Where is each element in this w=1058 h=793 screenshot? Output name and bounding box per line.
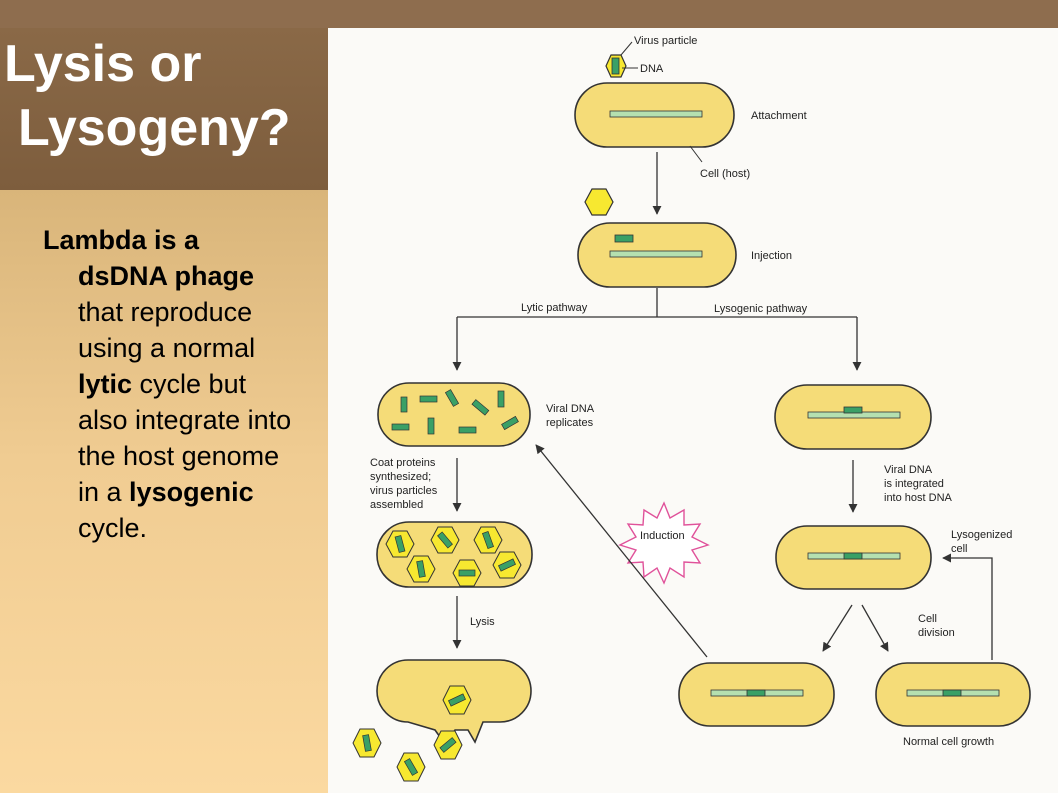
body-line-6: also integrate into: [78, 405, 292, 435]
label-coat-3: virus particles: [370, 485, 438, 497]
cell-daughter-left: [678, 662, 835, 727]
label-injection: Injection: [751, 250, 792, 262]
arrow-division-right: [861, 604, 889, 652]
label-coat-1: Coat proteins: [370, 457, 436, 469]
label-dna: DNA: [640, 63, 664, 75]
label-coat-2: synthesized;: [370, 471, 431, 483]
body-line-8-pre: in a: [78, 477, 130, 507]
arrow-growth-return: [942, 553, 993, 660]
label-attachment: Attachment: [751, 110, 807, 122]
slide-body-text: Lambda is a dsDNA phage that reproduce u…: [43, 222, 343, 546]
label-viral-dna-replicates-2: replicates: [546, 417, 594, 429]
arrow-division-left: [822, 604, 853, 652]
label-integrated-3: into host DNA: [884, 492, 953, 504]
cell-assembled-particles: [376, 521, 533, 588]
label-cell-host: Cell (host): [700, 168, 750, 180]
body-line-4: using a normal: [78, 333, 256, 363]
induction-burst-icon: [618, 501, 710, 585]
released-virus-particles: [352, 728, 426, 782]
body-line-3: that reproduce: [78, 297, 253, 327]
cell-attachment: [574, 82, 735, 148]
label-coat-4: assembled: [370, 499, 423, 511]
empty-capsid-icon: [584, 188, 614, 216]
label-virus-particle: Virus particle: [634, 35, 697, 47]
virus-particle-leader: [620, 41, 633, 56]
label-viral-dna-replicates-1: Viral DNA: [546, 403, 595, 415]
body-line-9: cycle.: [78, 513, 148, 543]
body-line-1: Lambda is a: [43, 225, 200, 255]
label-integrated-2: is integrated: [884, 478, 944, 490]
body-line-5-rest: cycle but: [132, 369, 247, 399]
top-bar: [0, 0, 1058, 28]
arrow-induction-to-lytic: [535, 444, 708, 658]
label-lysogenic-pathway: Lysogenic pathway: [714, 303, 808, 315]
slide-title-line-1: Lysis or: [4, 35, 202, 93]
label-normal-cell-growth: Normal cell growth: [903, 736, 994, 748]
left-panel: [0, 190, 328, 793]
cell-injection: [577, 222, 737, 288]
label-lysis: Lysis: [470, 616, 495, 628]
cell-viral-dna-replicates: [377, 382, 531, 447]
body-lysogenic-bold: lysogenic: [129, 477, 254, 507]
label-integrated-1: Viral DNA: [884, 464, 933, 476]
title-panel: [0, 28, 328, 190]
cell-lysogenized: [775, 525, 932, 590]
cell-daughter-right: [875, 662, 1031, 727]
label-cell-division-1: Cell: [918, 613, 937, 625]
cell-lysogenic-start: [774, 384, 932, 450]
virus-particle-icon: [605, 54, 627, 78]
body-lytic-bold: lytic: [78, 369, 133, 399]
label-lytic-pathway: Lytic pathway: [521, 302, 588, 314]
cell-host-leader: [689, 145, 703, 163]
cell-lysed: [376, 659, 532, 760]
body-line-7: the host genome: [78, 441, 280, 471]
label-lysogenized-1: Lysogenized: [951, 529, 1012, 541]
label-induction: Induction: [640, 530, 685, 542]
label-lysogenized-2: cell: [951, 543, 968, 555]
body-line-2: dsDNA phage: [78, 261, 255, 291]
label-cell-division-2: division: [918, 627, 955, 639]
slide-title-line-2: Lysogeny?: [18, 99, 291, 157]
